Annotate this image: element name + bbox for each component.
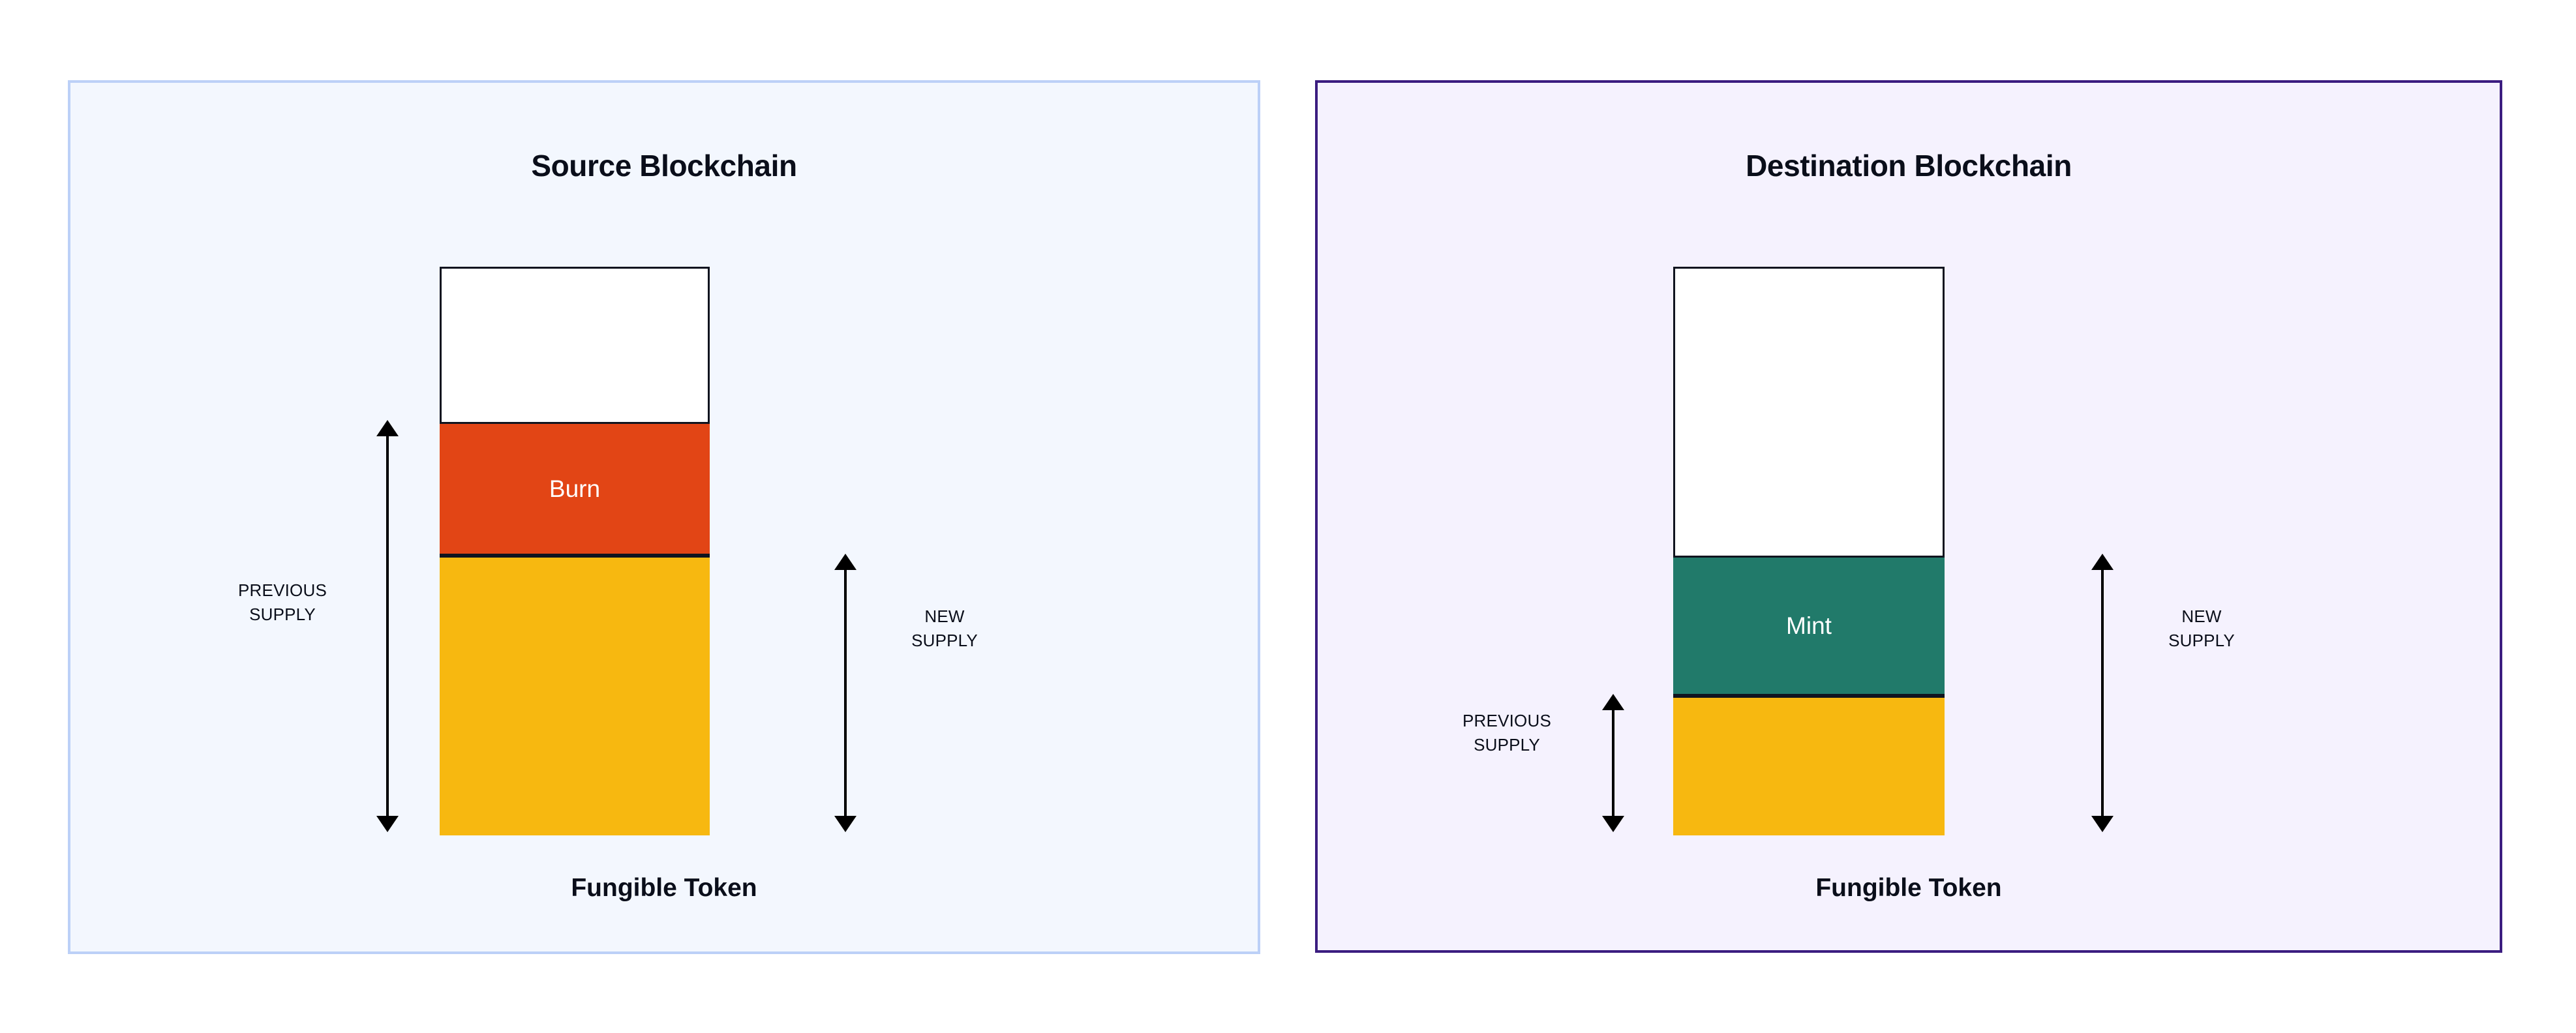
arrow-head-down-icon xyxy=(834,816,856,832)
previous-supply-label-destination: PREVIOUS SUPPLY xyxy=(1462,711,1551,755)
arrow-shaft xyxy=(1612,705,1614,821)
page-title: Destination Blockchain xyxy=(1746,149,2072,183)
previous-supply-arrow-source xyxy=(376,420,399,832)
new-supply-label-destination: NEW SUPPLY xyxy=(2168,606,2235,650)
arrow-shaft xyxy=(2101,565,2104,821)
arrow-head-down-icon xyxy=(376,816,399,832)
bar-segment-mint-label: Mint xyxy=(1786,612,1832,639)
page-title: Source Blockchain xyxy=(531,149,797,183)
bar-segment-burn-label: Burn xyxy=(549,475,601,502)
arrow-shaft xyxy=(386,431,389,821)
panel-caption-source: Fungible Token xyxy=(571,874,757,902)
previous-supply-arrow-destination xyxy=(1602,694,1624,832)
panel-source-blockchain: Source Blockchain Burn PREVIOUS SUPPLY N… xyxy=(68,80,1260,954)
panel-caption-destination: Fungible Token xyxy=(1815,874,2002,902)
new-supply-arrow-source xyxy=(834,554,856,832)
bar-segment-burn: Burn xyxy=(440,422,710,556)
arrow-head-down-icon xyxy=(1602,816,1624,832)
new-supply-arrow-destination xyxy=(2091,554,2114,832)
arrow-head-down-icon xyxy=(2091,816,2114,832)
new-supply-label-source: NEW SUPPLY xyxy=(911,606,978,650)
bar-segment-existing-supply xyxy=(1673,696,1945,835)
supply-bar-destination: Mint xyxy=(1673,267,1945,835)
supply-bar-source: Burn xyxy=(440,267,710,835)
previous-supply-label-source: PREVIOUS SUPPLY xyxy=(238,580,327,624)
bar-segment-mint: Mint xyxy=(1673,556,1945,696)
panel-destination-blockchain: Destination Blockchain Mint PREVIOUS SUP… xyxy=(1315,80,2502,953)
bar-segment-remaining-supply xyxy=(440,556,710,835)
arrow-shaft xyxy=(844,565,847,821)
